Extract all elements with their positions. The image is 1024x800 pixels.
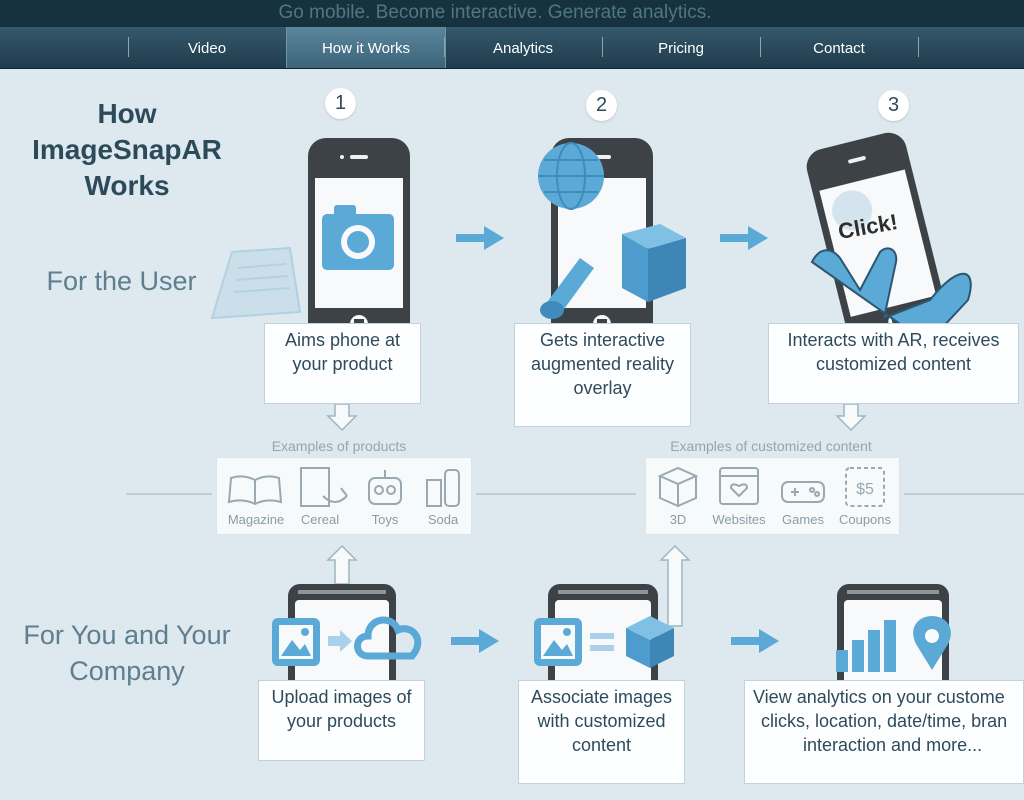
nav-separator (760, 37, 761, 57)
caption-line: augmented reality (530, 354, 675, 374)
arrow-right-icon (328, 630, 352, 652)
cube-shape (622, 224, 686, 302)
tagline: Go mobile. Become interactive. Generate … (278, 2, 712, 23)
cylinder-shape (540, 258, 594, 319)
for-company-heading: For You and Your Company (0, 617, 254, 689)
nav-separator (128, 37, 129, 57)
cereal-icon (300, 467, 348, 507)
phone-step-3 (806, 132, 948, 348)
website-icon (719, 467, 759, 505)
cube-icon (626, 616, 674, 668)
caption-line: your products (286, 711, 397, 731)
nav-separator (918, 37, 919, 57)
caption-line: clicks, location, date/time, bran (761, 711, 1008, 731)
caption-line: content (571, 735, 632, 755)
soda-icon (426, 469, 460, 507)
3d-cube-icon (657, 466, 699, 508)
top-banner (0, 0, 1024, 27)
game-controller-icon (781, 481, 825, 503)
location-pin-icon (913, 616, 951, 670)
nav-separator (602, 37, 603, 57)
caption-line: Gets interactive (539, 330, 666, 350)
phone-step-2 (538, 138, 686, 342)
arrow-icons (451, 226, 779, 653)
caption-line: View analytics on your custome (753, 687, 1005, 707)
magazine-illustration (210, 246, 302, 320)
hand-illustration (810, 247, 972, 332)
content-label: 3D (669, 512, 687, 527)
caption-line: customized content (815, 354, 972, 374)
step-number: 2 (586, 90, 617, 121)
coupon-icon (845, 467, 885, 507)
nav-item-pricing[interactable]: Pricing (658, 40, 704, 57)
content-label: Coupons (838, 512, 892, 527)
company-step-caption: View analytics on your custome clicks, l… (744, 680, 1024, 784)
step-number: 3 (878, 90, 909, 121)
magazine-icon (227, 475, 283, 506)
content-label: Games (782, 512, 824, 527)
content-examples-title: Examples of customized content (670, 438, 872, 454)
step-number: 1 (325, 88, 356, 119)
step-caption: Interacts with AR, receives customized c… (768, 323, 1019, 404)
content-icons: $5 (657, 466, 885, 508)
image-icon (272, 618, 320, 666)
product-icons (227, 467, 460, 507)
company-step-caption: Associate images with customized content (518, 680, 685, 784)
caption-line: Interacts with AR, receives (787, 330, 1000, 350)
globe-shape (538, 142, 604, 210)
caption-line: Associate images (530, 687, 673, 707)
page-title-line: Works (84, 170, 170, 201)
nav-item-contact[interactable]: Contact (813, 40, 865, 57)
nav-item-video[interactable]: Video (187, 40, 227, 57)
toy-robot-icon (368, 470, 402, 505)
product-label: Magazine (227, 512, 285, 527)
caption-line: overlay (573, 378, 632, 398)
nav-separator (444, 37, 445, 57)
product-label: Soda (427, 512, 459, 527)
caption-line: Upload images of (271, 687, 412, 707)
content-label: Websites (712, 512, 766, 527)
caption-line: Aims phone at (284, 330, 401, 350)
nav-item-analytics[interactable]: Analytics (492, 40, 554, 57)
page-title: How ImageSnapAR Works (0, 96, 254, 204)
product-label: Toys (371, 512, 399, 527)
product-label: Cereal (300, 512, 340, 527)
step-caption: Gets interactive augmented reality overl… (514, 323, 691, 427)
step-caption: Aims phone at your product (264, 323, 421, 404)
caption-line: interaction and more... (803, 735, 983, 755)
nav-item-how-it-works[interactable]: How it Works (286, 27, 446, 68)
coupon-value: $5 (856, 481, 874, 498)
for-user-heading: For the User (46, 266, 197, 296)
bar-chart-icon (836, 620, 896, 672)
products-title: Examples of products (271, 438, 407, 454)
equals-icon (590, 633, 614, 651)
for-company-heading-line: For You and Your (23, 620, 231, 650)
cloud-icon (354, 616, 422, 660)
caption-line: with customized (537, 711, 666, 731)
flow-arrows (326, 403, 867, 627)
caption-line: your product (292, 354, 393, 374)
nav-bar (0, 27, 1024, 69)
products-box: Magazine Cereal Toys Soda (216, 457, 472, 535)
camera-icon (322, 205, 394, 270)
page-title-line: How ImageSnapAR (32, 98, 222, 165)
image-icon (534, 618, 582, 666)
content-examples-box: $5 3D Websites Games Coupons (645, 457, 900, 535)
company-step-caption: Upload images of your products (258, 680, 425, 761)
phone-step-1 (308, 138, 410, 342)
for-company-heading-line: Company (69, 656, 185, 686)
